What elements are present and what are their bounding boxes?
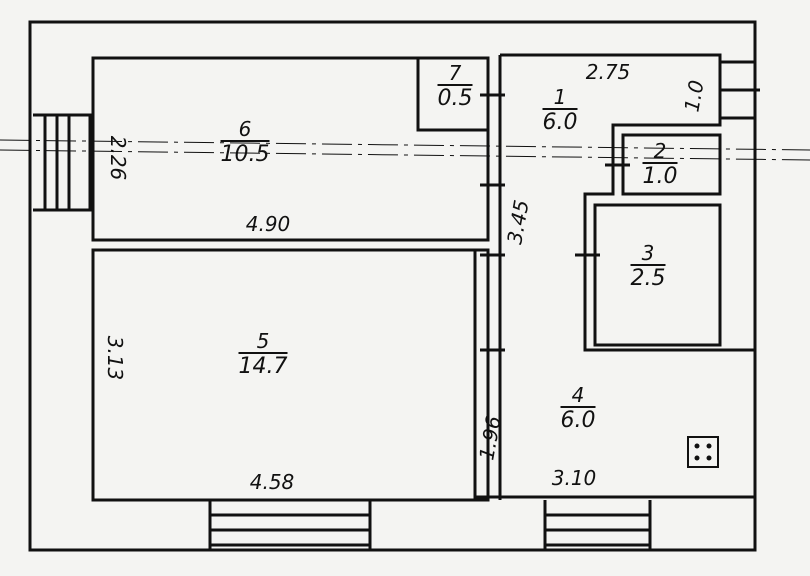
dim-room1-width: 2.75: [585, 60, 631, 84]
dim-room6-width: 4.90: [245, 212, 291, 236]
room-4-walls: [473, 250, 755, 499]
dim-room6-height: 2.26: [106, 135, 130, 181]
room-6-area: 10.5: [220, 142, 270, 167]
stove-symbol: [687, 436, 719, 468]
room-1-number: 1: [542, 86, 578, 110]
room-3-area: 2.5: [630, 266, 666, 291]
room-3-number: 3: [630, 242, 666, 266]
dim-room5-height: 3.13: [103, 335, 127, 381]
room-5-area: 14.7: [238, 354, 288, 379]
room-7-area: 0.5: [437, 86, 473, 111]
corridor-walls: [583, 135, 755, 352]
room-2-number: 2: [642, 140, 678, 164]
room-1-area: 6.0: [542, 110, 578, 135]
room-5-number: 5: [238, 330, 288, 354]
section-line: [0, 139, 810, 151]
room-6-number: 6: [220, 118, 270, 142]
entrance-steps-right: [543, 500, 652, 550]
room-4-number: 4: [560, 384, 596, 408]
entrance-steps-left: [208, 500, 372, 550]
window-marks: [480, 60, 760, 352]
outer-frame: [28, 20, 757, 552]
dim-room4-width: 3.10: [551, 466, 597, 490]
room-2-area: 1.0: [642, 164, 678, 189]
room-1-walls: [498, 53, 722, 500]
room-3-walls: [593, 203, 722, 347]
section-line-2: [0, 149, 810, 161]
room-5-walls: [91, 248, 490, 502]
room-7-number: 7: [437, 62, 473, 86]
room-4-area: 6.0: [560, 408, 596, 433]
left-stairs: [33, 113, 92, 212]
room-6-walls: [91, 56, 490, 242]
dim-room1-depth: 1.0: [679, 78, 709, 114]
dim-room5-width: 4.58: [249, 470, 295, 494]
